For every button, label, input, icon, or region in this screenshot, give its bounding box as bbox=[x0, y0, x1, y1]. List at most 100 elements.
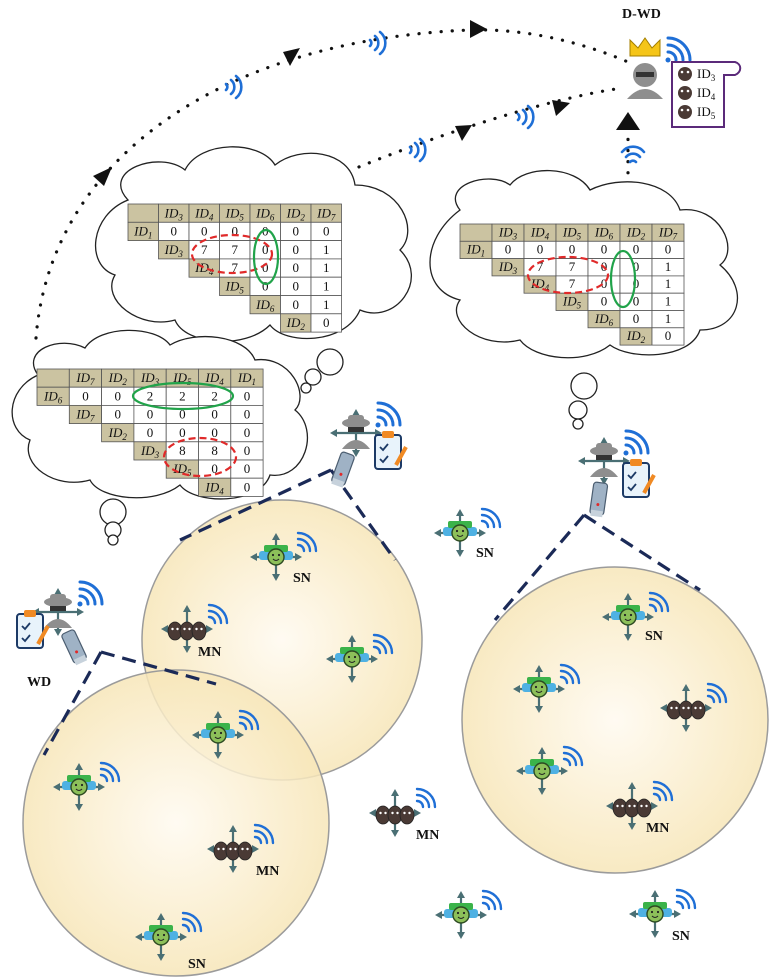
spy-icon bbox=[44, 594, 72, 628]
wifi-icon bbox=[77, 580, 104, 607]
wifi-icon bbox=[415, 787, 437, 809]
table-cell: 1 bbox=[665, 311, 672, 326]
table-cell: 0 bbox=[171, 224, 178, 239]
table-cell: 0 bbox=[633, 259, 640, 274]
sn-label: SN bbox=[672, 929, 690, 944]
table-cell: 0 bbox=[244, 407, 251, 422]
scanner-icon bbox=[331, 451, 355, 488]
node-labels: WD SN SN SN SN SN MN MN MN MN bbox=[27, 546, 690, 972]
table-cell: 0 bbox=[211, 461, 218, 476]
clipboard-icon bbox=[622, 459, 656, 498]
arrow-3 bbox=[470, 20, 487, 38]
table-cell: 0 bbox=[601, 276, 608, 291]
wifi-icon bbox=[648, 591, 670, 613]
table-cell: 0 bbox=[665, 242, 672, 257]
wifi-icon bbox=[253, 823, 275, 845]
table-cell: 0 bbox=[262, 279, 269, 294]
spy-icon bbox=[590, 443, 618, 477]
table-cell: 7 bbox=[201, 242, 208, 257]
wifi-icon bbox=[562, 745, 584, 767]
wifi-icon bbox=[408, 137, 427, 163]
table-cell: 0 bbox=[633, 242, 640, 257]
sensor-beams bbox=[42, 468, 701, 756]
clipboard-icon bbox=[16, 610, 50, 649]
table-cell: 0 bbox=[601, 242, 608, 257]
sn-node-icon[interactable] bbox=[434, 507, 502, 557]
table-cell: 1 bbox=[665, 276, 672, 291]
sn-node-icon[interactable] bbox=[516, 745, 584, 795]
wifi-icon bbox=[224, 74, 243, 100]
face-icon bbox=[678, 67, 692, 81]
wifi-icon bbox=[675, 888, 697, 910]
table-cell: 0 bbox=[244, 461, 251, 476]
table-cell: 7 bbox=[232, 260, 239, 275]
mn-label: MN bbox=[646, 821, 669, 836]
sn-node-icon[interactable] bbox=[135, 911, 203, 961]
table-cell: 1 bbox=[665, 259, 672, 274]
wifi-icon bbox=[559, 663, 581, 685]
scanner-icon bbox=[61, 629, 88, 666]
coverage-areas bbox=[22, 499, 769, 977]
table-cell: 8 bbox=[211, 443, 218, 458]
table-cell: 2 bbox=[147, 388, 154, 403]
wifi-icon bbox=[207, 603, 229, 625]
sn-node-icon[interactable] bbox=[602, 591, 670, 641]
coverage-circle-right bbox=[461, 566, 769, 874]
sn-node-icon[interactable] bbox=[326, 633, 394, 683]
mn-node-icon[interactable] bbox=[660, 682, 728, 732]
wifi-icon bbox=[665, 36, 692, 63]
mn-node-icon[interactable] bbox=[606, 780, 674, 830]
sensors-layer bbox=[16, 401, 656, 666]
sn-node-icon[interactable] bbox=[435, 889, 503, 939]
mn-node-icon[interactable] bbox=[161, 603, 229, 653]
mn-label: MN bbox=[256, 864, 279, 879]
table-cell: 0 bbox=[505, 242, 512, 257]
wd-device[interactable] bbox=[578, 429, 656, 518]
mn-node-icon[interactable] bbox=[207, 823, 275, 873]
table-cell: 1 bbox=[323, 242, 330, 257]
table-cell: 0 bbox=[232, 224, 239, 239]
sn-label: SN bbox=[188, 957, 206, 972]
wd-device[interactable] bbox=[16, 580, 104, 666]
sn-node-icon[interactable] bbox=[53, 761, 121, 811]
table-cell: 0 bbox=[244, 425, 251, 440]
arrow-6 bbox=[616, 112, 640, 130]
mn-node-icon[interactable] bbox=[369, 787, 437, 837]
highlight-ovals bbox=[131, 228, 637, 478]
arrow-5 bbox=[552, 100, 570, 116]
wd-device[interactable] bbox=[330, 401, 408, 488]
path-sensor1-to-dwd bbox=[316, 86, 624, 186]
table-cell: 0 bbox=[569, 242, 576, 257]
crown-icon bbox=[629, 37, 661, 57]
wifi-icon bbox=[375, 401, 402, 428]
table-cell: 7 bbox=[537, 259, 544, 274]
sn-node-icon[interactable] bbox=[192, 709, 260, 759]
mn-label: MN bbox=[416, 828, 439, 843]
table-cell: 0 bbox=[244, 479, 251, 494]
table-cell: 0 bbox=[262, 242, 269, 257]
scanner-icon bbox=[589, 481, 609, 518]
dwd-label: D-WD bbox=[622, 7, 661, 22]
wifi-icon bbox=[481, 889, 503, 911]
sn-node-icon[interactable] bbox=[513, 663, 581, 713]
arrowheads bbox=[93, 20, 640, 186]
wifi-icon bbox=[480, 507, 502, 529]
table-cell: 1 bbox=[323, 279, 330, 294]
arrow-4 bbox=[455, 125, 472, 141]
table-cell: 0 bbox=[147, 425, 154, 440]
face-icon bbox=[678, 105, 692, 119]
wd-label: WD bbox=[27, 675, 51, 690]
table-cell: 2 bbox=[211, 388, 218, 403]
wifi-icon bbox=[652, 780, 674, 802]
sn-node-icon[interactable] bbox=[250, 531, 318, 581]
sn-node-icon[interactable] bbox=[629, 888, 697, 938]
table-cell: 0 bbox=[244, 443, 251, 458]
table-cell: 0 bbox=[179, 407, 186, 422]
face-icon bbox=[678, 86, 692, 100]
nodes-layer bbox=[53, 507, 728, 961]
